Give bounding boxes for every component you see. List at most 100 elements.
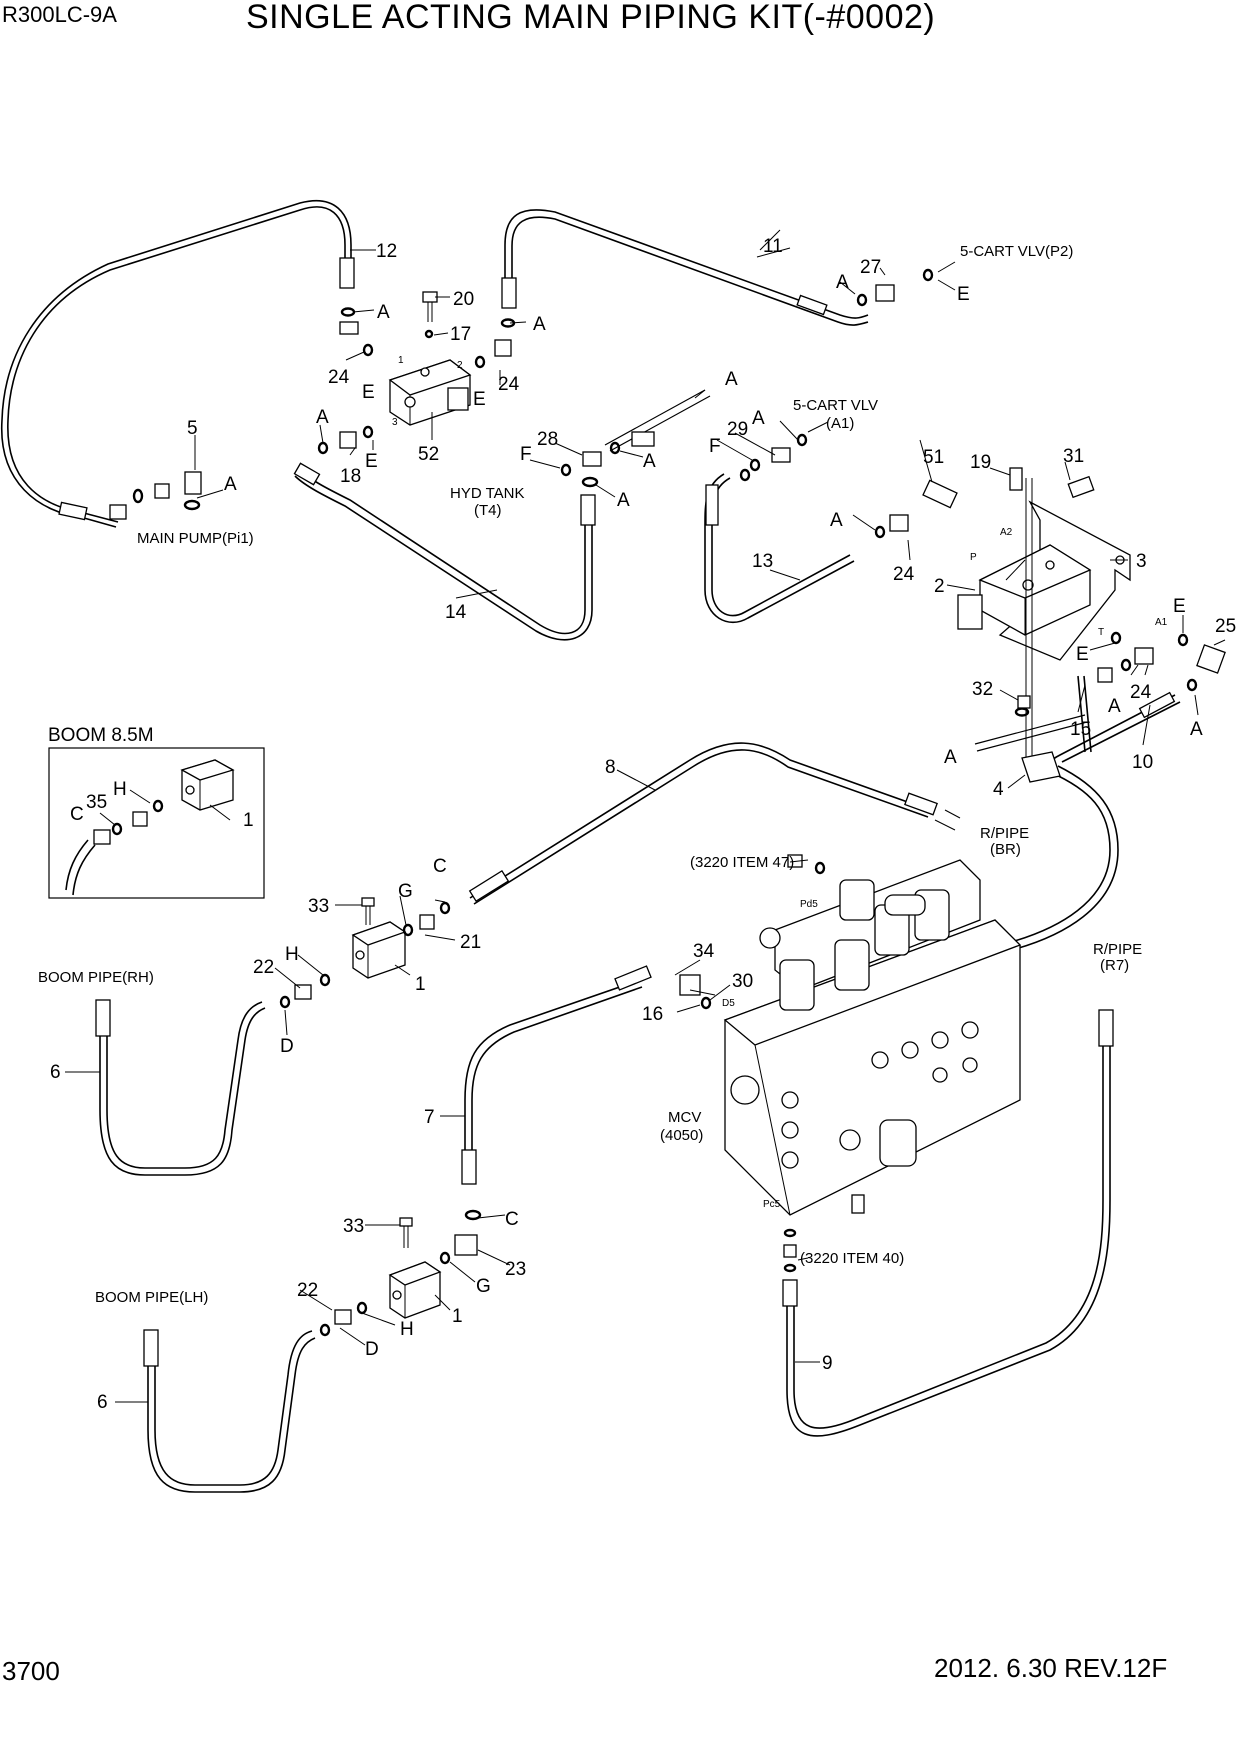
callout-24-c: 24	[893, 564, 915, 585]
letter-f: F	[520, 444, 532, 465]
letter-e: E	[362, 382, 375, 403]
hose-11-end	[501, 277, 517, 309]
pipe-15-outline	[1083, 675, 1092, 753]
letter-e: E	[365, 451, 378, 472]
callout-13: 13	[752, 551, 773, 572]
callout-25: 25	[1215, 616, 1236, 637]
callout-24-a: 24	[328, 367, 350, 388]
callout-6-a: 6	[50, 1062, 61, 1083]
inset-title: BOOM 8.5M	[48, 725, 154, 746]
inset-hose	[65, 839, 89, 891]
letter-a: A	[533, 314, 546, 335]
letter-e: E	[1173, 596, 1186, 617]
cut-pipe-a-lower	[974, 714, 1086, 745]
hose-12-outline	[1, 199, 352, 519]
letter-a: A	[1108, 696, 1121, 717]
hose-14-outline	[294, 475, 593, 641]
inset-fitting	[93, 829, 111, 845]
callout-15: 15	[1070, 719, 1091, 740]
hose-14-crimp	[293, 462, 321, 486]
callout-24-d: 24	[1130, 682, 1152, 703]
label-rpipe-r7-2: (R7)	[1100, 957, 1129, 974]
hose-13-outline	[704, 473, 855, 624]
hose-13	[711, 477, 851, 617]
label-mcv-code: (4050)	[660, 1127, 703, 1144]
letter-c: C	[433, 856, 447, 877]
port-mark: 3	[392, 417, 398, 428]
washer-17	[424, 329, 434, 339]
inset-callout-1: 1	[243, 810, 254, 831]
hose-6-rh-outline	[106, 1001, 263, 1169]
label-boom-lh: BOOM PIPE(LH)	[95, 1289, 208, 1306]
callout-29: 29	[727, 419, 748, 440]
callout-8: 8	[605, 757, 616, 778]
port-marks: 1 2 3 A2 P T A1 Pd5 D5 Pc5	[392, 355, 1168, 1210]
fittings	[109, 268, 1226, 1337]
letter-a: A	[377, 302, 390, 323]
model-number: R300LC-9A	[2, 2, 117, 27]
hose-6-lh-crimp	[143, 1329, 159, 1367]
mcv-block	[723, 859, 1022, 1216]
hose-8	[469, 742, 931, 899]
hose-8-outline	[473, 749, 929, 905]
hose-7-outline	[471, 986, 643, 1170]
inset-block-1	[180, 759, 235, 811]
letter-h: H	[400, 1319, 414, 1340]
bolt-33-upper	[361, 897, 375, 925]
block-1-lower	[388, 1261, 442, 1319]
hose-6-rh	[99, 1007, 266, 1176]
hose-9-outline	[793, 1020, 1104, 1429]
callout-10: 10	[1132, 752, 1153, 773]
callout-numbers: 12 20 17 24 24 52 18 5 11 27 28 29 13 24…	[50, 236, 1236, 1413]
hose-9	[786, 1020, 1111, 1437]
hose-7-crimp	[614, 965, 652, 991]
hose-10-crimp	[1138, 691, 1176, 719]
label-hyd-t4: (T4)	[474, 502, 502, 519]
callout-21: 21	[460, 932, 481, 953]
hose-11	[504, 209, 869, 319]
port-mark: D5	[722, 998, 735, 1009]
inset-oring-2	[152, 799, 164, 813]
label-main-pump: MAIN PUMP(Pi1)	[137, 530, 254, 547]
hose-8-crimp	[468, 869, 510, 903]
callout-11: 11	[763, 236, 783, 257]
hose-7	[464, 979, 641, 1170]
inset-fitting-35	[132, 811, 148, 827]
callout-33-a: 33	[308, 896, 329, 917]
text-labels: 5-CART VLV(P2) 5-CART VLV (A1) HYD TANK …	[38, 243, 1142, 1306]
hose-12-crimp	[58, 501, 88, 521]
page-title: SINGLE ACTING MAIN PIPING KIT(-#0002)	[246, 0, 936, 36]
hose-6-lh	[147, 1335, 316, 1493]
callout-3: 3	[1136, 551, 1147, 572]
callout-30: 30	[732, 971, 753, 992]
hose-6-rh-crimp	[95, 999, 111, 1037]
letter-f: F	[709, 436, 721, 457]
port-mark: Pc5	[763, 1199, 781, 1210]
callout-16: 16	[642, 1004, 663, 1025]
hose-11-outline	[511, 216, 869, 326]
callout-27: 27	[860, 257, 881, 278]
leader-lines	[65, 229, 1226, 1403]
pipe-to-mcv-outline	[959, 765, 1119, 959]
clamp-4	[1021, 751, 1061, 783]
hose-9-crimp	[1098, 1009, 1114, 1047]
letter-g: G	[476, 1276, 491, 1297]
callout-34: 34	[693, 941, 715, 962]
label-rpipe-br: R/PIPE	[980, 825, 1029, 842]
callout-28: 28	[537, 429, 558, 450]
callout-32: 32	[972, 679, 993, 700]
port-mark: A1	[1155, 617, 1168, 628]
letter-a: A	[752, 408, 765, 429]
letter-a: A	[1190, 719, 1203, 740]
inset-box	[48, 747, 265, 899]
port-mark: 2	[457, 360, 463, 371]
page-number: 3700	[2, 1656, 60, 1686]
callout-19: 19	[970, 452, 991, 473]
bolt-20	[422, 291, 438, 322]
callout-1-b: 1	[452, 1306, 463, 1327]
label-mcv: MCV	[668, 1109, 701, 1126]
bolt-33-lower	[399, 1217, 413, 1248]
hose-8-end	[904, 792, 938, 816]
callout-5: 5	[187, 418, 198, 439]
inset-hose-outline	[72, 844, 96, 896]
